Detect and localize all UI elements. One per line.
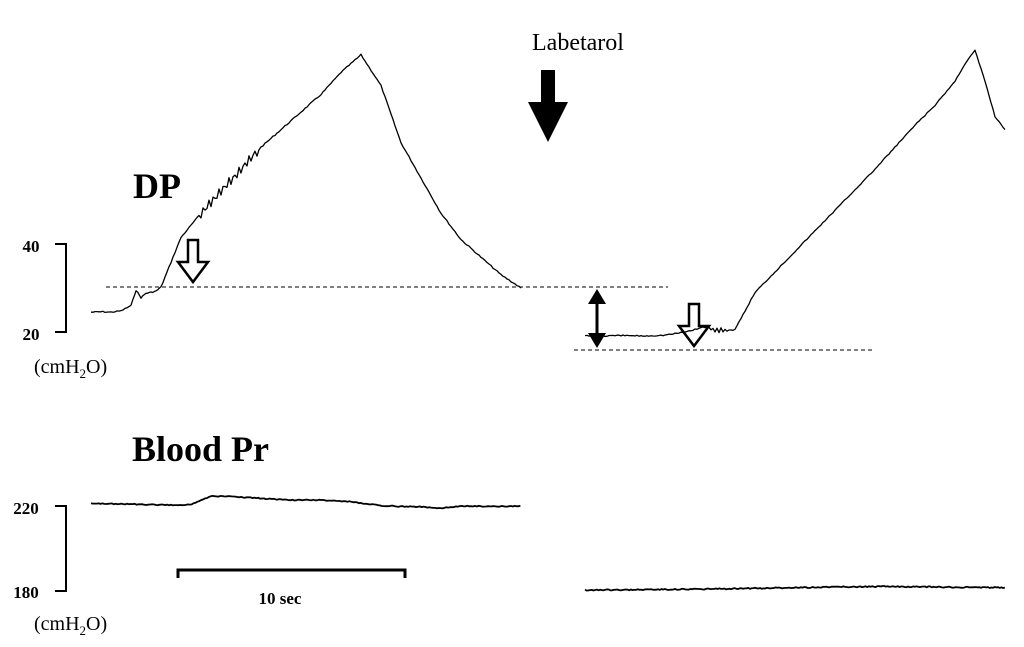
bp-unit-sub: 2 (80, 623, 87, 638)
bp-axis (55, 505, 67, 592)
dp-trace-after (584, 49, 1006, 338)
dp-unit-prefix: (cmH (34, 356, 80, 378)
drug-arrow-icon (528, 70, 568, 142)
bp-label: Blood Pr (132, 429, 269, 469)
dp-tick-bottom: 20 (23, 325, 40, 344)
dp-label: DP (133, 166, 181, 206)
dp-axis (55, 243, 67, 333)
dp-unit-sub: 2 (80, 366, 87, 381)
bp-tick-bottom: 180 (13, 583, 39, 602)
bp-tick-top: 220 (13, 499, 39, 518)
dp-trace-before (91, 53, 522, 314)
threshold-difference-arrow-icon (588, 289, 606, 348)
threshold-open-arrow-before-icon (175, 238, 211, 285)
dp-tick-top: 40 (23, 237, 40, 256)
dp-unit: (cmH2O) (34, 356, 107, 381)
threshold-open-arrow-after-icon (676, 302, 712, 349)
dp-unit-suffix: O) (86, 356, 107, 378)
bp-trace-after (584, 585, 1006, 592)
bp-unit-suffix: O) (86, 613, 107, 635)
time-scale-label: 10 sec (259, 589, 302, 608)
time-scale-bar (176, 568, 407, 578)
bp-unit: (cmH2O) (34, 613, 107, 638)
drug-label: Labetarol (532, 30, 624, 56)
bp-unit-prefix: (cmH (34, 613, 80, 635)
bp-trace-before (90, 495, 521, 510)
